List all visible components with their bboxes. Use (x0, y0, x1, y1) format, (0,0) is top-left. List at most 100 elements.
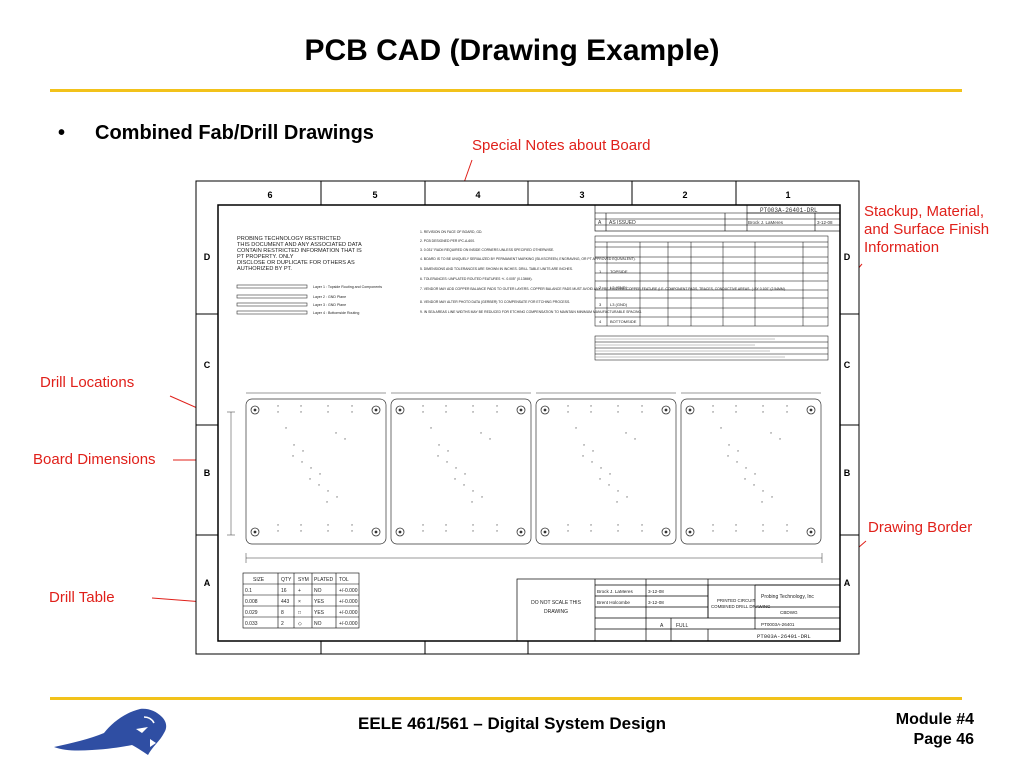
drill-mark: × (463, 482, 466, 487)
drill-mark: × (437, 453, 440, 458)
drill-mark: × (430, 425, 433, 430)
drill-mark: × (641, 403, 644, 408)
drill-mark: × (300, 403, 303, 408)
drill-mark: × (712, 409, 715, 414)
drill-mark: × (277, 409, 280, 414)
drill-mark: × (472, 528, 475, 533)
restricted-line-1: PROBING TECHNOLOGY RESTRICTED (237, 236, 341, 242)
footer-page: Page 46 (913, 731, 974, 748)
mounting-hole-center (519, 530, 523, 534)
revision-rev: A (598, 220, 602, 226)
drill-mark: × (464, 471, 467, 476)
revision-by: Brock J. LaMeres (748, 220, 784, 225)
mounting-hole (540, 405, 550, 415)
callout-stackup: Stackup, Material, and Surface Finish In… (864, 203, 989, 257)
zone-row-b-left: B (204, 468, 211, 478)
revision-number: PT003A-26401-DRL (760, 207, 818, 214)
mounting-hole (250, 405, 260, 415)
drill-mark: × (599, 476, 602, 481)
mounting-hole-center (398, 530, 402, 534)
mounting-hole-center (664, 408, 668, 412)
stackup-row-4: 4 (599, 319, 602, 324)
drill-mark: × (779, 436, 782, 441)
drill-mark: × (617, 528, 620, 533)
mounting-hole-center (398, 408, 402, 412)
drill-mark: × (422, 403, 425, 408)
drill-mark: × (727, 453, 730, 458)
callout-stackup-line3: Information (864, 239, 940, 256)
mounting-hole (806, 405, 816, 415)
drill-mark: × (591, 459, 594, 464)
callout-drill-locations: Drill Locations (40, 374, 135, 391)
drill-mark: × (309, 476, 312, 481)
mounting-hole-center (543, 530, 547, 534)
tb-dwg-type: CBDWG (780, 610, 798, 615)
drill-table-header: QTY (281, 577, 292, 583)
zone-col-5: 5 (372, 190, 377, 200)
drill-mark: × (336, 494, 339, 499)
drill-mark: × (641, 409, 644, 414)
note-4: 4. BOARD IS TO BE UNIQUELY SERIALIZED BY… (420, 257, 636, 261)
drill-mark: × (351, 522, 354, 527)
drill-mark: × (351, 528, 354, 533)
stackup-row-3: 3 (599, 302, 602, 307)
mounting-hole-center (664, 530, 668, 534)
drill-mark: × (300, 522, 303, 527)
drill-mark: × (302, 448, 305, 453)
drill-mark: × (735, 409, 738, 414)
callout-special-notes: Special Notes about Board (472, 137, 651, 154)
drill-mark: × (608, 482, 611, 487)
drill-table-cell: + (298, 588, 301, 594)
drill-table-cell: NO (314, 621, 322, 627)
drill-mark: × (634, 436, 637, 441)
drill-mark: × (480, 430, 483, 435)
drill-mark: × (617, 522, 620, 527)
drill-mark: × (472, 403, 475, 408)
tb-part-no: PT0003A-26401 (761, 622, 795, 627)
zone-row-a-left: A (204, 578, 211, 588)
zone-col-1: 1 (785, 190, 790, 200)
mounting-hole-center (688, 408, 692, 412)
mounting-hole-center (809, 530, 813, 534)
tb-drawing-number: PT003A-26401-DRL (757, 633, 811, 640)
drill-table-header: SIZE (253, 577, 265, 583)
drill-table-cell: 443 (281, 599, 290, 605)
drill-mark: × (310, 465, 313, 470)
stackup-row-2: 2 (599, 285, 602, 290)
drill-mark: × (712, 403, 715, 408)
drill-mark: × (567, 522, 570, 527)
drill-mark: × (762, 528, 765, 533)
mounting-hole (516, 405, 526, 415)
drill-mark: × (617, 488, 620, 493)
drill-mark: × (582, 453, 585, 458)
revision-block (594, 204, 841, 232)
layer-bar-1 (236, 284, 308, 289)
drill-table-cell: × (298, 599, 301, 605)
drill-mark: × (626, 494, 629, 499)
drill-mark: × (786, 528, 789, 533)
restricted-line-4: PT PROPERTY. ONLY (237, 254, 294, 260)
zone-col-6: 6 (267, 190, 272, 200)
mounting-hole (685, 405, 695, 415)
drill-mark: × (277, 522, 280, 527)
drill-mark: × (422, 409, 425, 414)
note-1: 1. REVISION ON FACE OF BOARD, GD. (420, 230, 482, 234)
drill-mark: × (735, 528, 738, 533)
drill-mark: × (447, 448, 450, 453)
drill-mark: × (617, 403, 620, 408)
drill-mark: × (351, 409, 354, 414)
drill-mark: × (335, 430, 338, 435)
board-panel-4 (680, 398, 822, 545)
drill-table-cell: +/-0.000 (339, 621, 358, 627)
drill-mark: × (735, 403, 738, 408)
drill-mark: × (496, 522, 499, 527)
callout-board-dimensions: Board Dimensions (33, 451, 156, 468)
note-7: 7. VENDOR MAY ADD COPPER BALANCE PADS TO… (420, 287, 786, 291)
drill-table-cell: +/-0.000 (339, 588, 358, 594)
drill-mark: × (285, 425, 288, 430)
drill-mark: × (786, 403, 789, 408)
mounting-hole (395, 527, 405, 537)
zone-row-a-right: A (844, 578, 851, 588)
drill-mark: × (496, 403, 499, 408)
drill-mark: × (454, 476, 457, 481)
